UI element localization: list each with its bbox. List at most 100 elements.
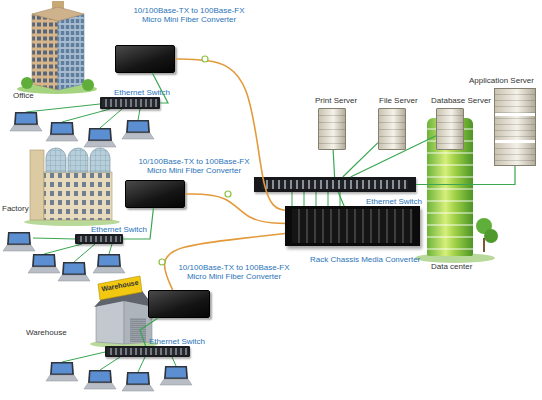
laptop-icon bbox=[122, 372, 154, 391]
laptop-cables bbox=[26, 104, 176, 372]
node-label: Office bbox=[13, 91, 34, 100]
node-label: Rack Chassis Media Converter bbox=[310, 255, 420, 264]
database-server: Database Server bbox=[436, 108, 464, 150]
laptop-display bbox=[90, 130, 110, 140]
laptop-display bbox=[166, 368, 186, 378]
node-label: 10/100Base-TX to 100Base-FX Micro Mini F… bbox=[169, 263, 299, 281]
laptop-cable bbox=[33, 238, 75, 239]
office-building: Office bbox=[25, 5, 87, 90]
fiber-couplers bbox=[159, 56, 231, 265]
rack-chassis-media-converter: Rack Chassis Media Converter bbox=[285, 206, 420, 246]
node-label: Ethernet Switch bbox=[91, 225, 147, 234]
laptop-icon bbox=[3, 232, 35, 251]
fiber-link bbox=[175, 59, 285, 210]
copper-link bbox=[416, 166, 515, 185]
laptop-display bbox=[90, 372, 110, 382]
laptop-display bbox=[52, 124, 72, 134]
laptop-base bbox=[84, 141, 116, 147]
fiber-converter: 10/100Base-TX to 100Base-FX Micro Mini F… bbox=[148, 290, 210, 318]
node-label: Ethernet Switch bbox=[149, 337, 205, 346]
laptop-cable bbox=[62, 109, 110, 122]
laptop-cable bbox=[26, 104, 100, 112]
laptop-screen bbox=[126, 120, 150, 133]
factory-building: Factory bbox=[8, 140, 114, 222]
laptop-icon bbox=[10, 112, 42, 131]
laptop-cable bbox=[109, 244, 112, 254]
print-server: Print Server bbox=[318, 108, 346, 150]
laptop-base bbox=[46, 135, 78, 141]
laptop-screen bbox=[88, 128, 112, 141]
laptop-display bbox=[128, 122, 148, 132]
laptop-cable bbox=[100, 109, 122, 128]
laptop-display bbox=[16, 114, 36, 124]
laptops bbox=[3, 112, 192, 391]
copper-link bbox=[338, 192, 344, 206]
warehouse-building: Warehouse bbox=[92, 282, 154, 344]
node-label: 10/100Base-TX to 100Base-FX Micro Mini F… bbox=[129, 157, 259, 175]
ethernet-switch: Ethernet Switch bbox=[100, 97, 160, 109]
node-label: Factory bbox=[2, 204, 29, 213]
fiber-converter: 10/100Base-TX to 100Base-FX Micro Mini F… bbox=[125, 180, 185, 208]
patch-cables bbox=[292, 192, 340, 206]
copper-link bbox=[140, 318, 158, 346]
laptop-icon bbox=[28, 254, 60, 273]
copper-link bbox=[152, 73, 168, 103]
laptop-display bbox=[34, 256, 54, 266]
laptop-icon bbox=[122, 120, 154, 139]
node-label: Application Server bbox=[469, 76, 534, 85]
laptop-cable bbox=[100, 357, 120, 370]
laptop-base bbox=[10, 125, 42, 131]
laptop-screen bbox=[88, 370, 112, 383]
application-server: Application Server bbox=[494, 88, 536, 166]
laptop-cable bbox=[138, 357, 145, 372]
fiber-link bbox=[185, 194, 285, 223]
laptop-screen bbox=[164, 366, 188, 379]
laptop-screen bbox=[7, 232, 31, 245]
laptop-cable bbox=[74, 244, 95, 262]
ethernet-switch: Ethernet Switch bbox=[75, 234, 123, 244]
laptop-screen bbox=[32, 254, 56, 267]
node-label: 10/100Base-TX to 100Base-FX Micro Mini F… bbox=[124, 6, 254, 24]
copper-link bbox=[123, 208, 153, 239]
node-label: Warehouse bbox=[26, 328, 67, 337]
laptop-icon bbox=[58, 262, 90, 281]
laptop-display bbox=[99, 256, 119, 266]
laptop-icon bbox=[84, 128, 116, 147]
factory-building-illustration bbox=[24, 148, 120, 226]
laptop-icon bbox=[93, 254, 125, 273]
node-label: Print Server bbox=[315, 96, 357, 105]
laptop-display bbox=[52, 364, 72, 374]
fiber-converter: 10/100Base-TX to 100Base-FX Micro Mini F… bbox=[115, 45, 175, 73]
node-label: Ethernet Switch bbox=[366, 197, 422, 206]
laptop-base bbox=[84, 383, 116, 389]
laptop-display bbox=[128, 374, 148, 384]
laptop-display bbox=[64, 264, 84, 274]
office-building-illustration bbox=[17, 1, 97, 94]
laptop-base bbox=[122, 385, 154, 391]
copper-link bbox=[343, 143, 378, 177]
connectors bbox=[123, 59, 515, 346]
laptop-screen bbox=[97, 254, 121, 267]
laptop-screen bbox=[62, 262, 86, 275]
laptop-cable bbox=[62, 352, 105, 362]
laptop-icon bbox=[84, 370, 116, 389]
sign-text: Warehouse bbox=[99, 278, 142, 294]
laptop-base bbox=[3, 245, 35, 251]
laptop-base bbox=[160, 379, 192, 385]
laptop-screen bbox=[50, 122, 74, 135]
laptop-icon bbox=[46, 122, 78, 141]
ethernet-switch: Ethernet Switch bbox=[105, 346, 190, 357]
laptop-screen bbox=[14, 112, 38, 125]
laptop-cable bbox=[44, 244, 82, 254]
node-label: File Server bbox=[379, 96, 418, 105]
laptop-cable bbox=[138, 109, 140, 120]
copper-link bbox=[333, 150, 334, 177]
file-server: File Server bbox=[378, 108, 406, 150]
node-label: Database Server bbox=[431, 96, 491, 105]
laptop-screen bbox=[126, 372, 150, 385]
laptop-base bbox=[46, 375, 78, 381]
laptop-base bbox=[93, 267, 125, 273]
copper-link bbox=[351, 136, 436, 177]
laptop-base bbox=[58, 275, 90, 281]
